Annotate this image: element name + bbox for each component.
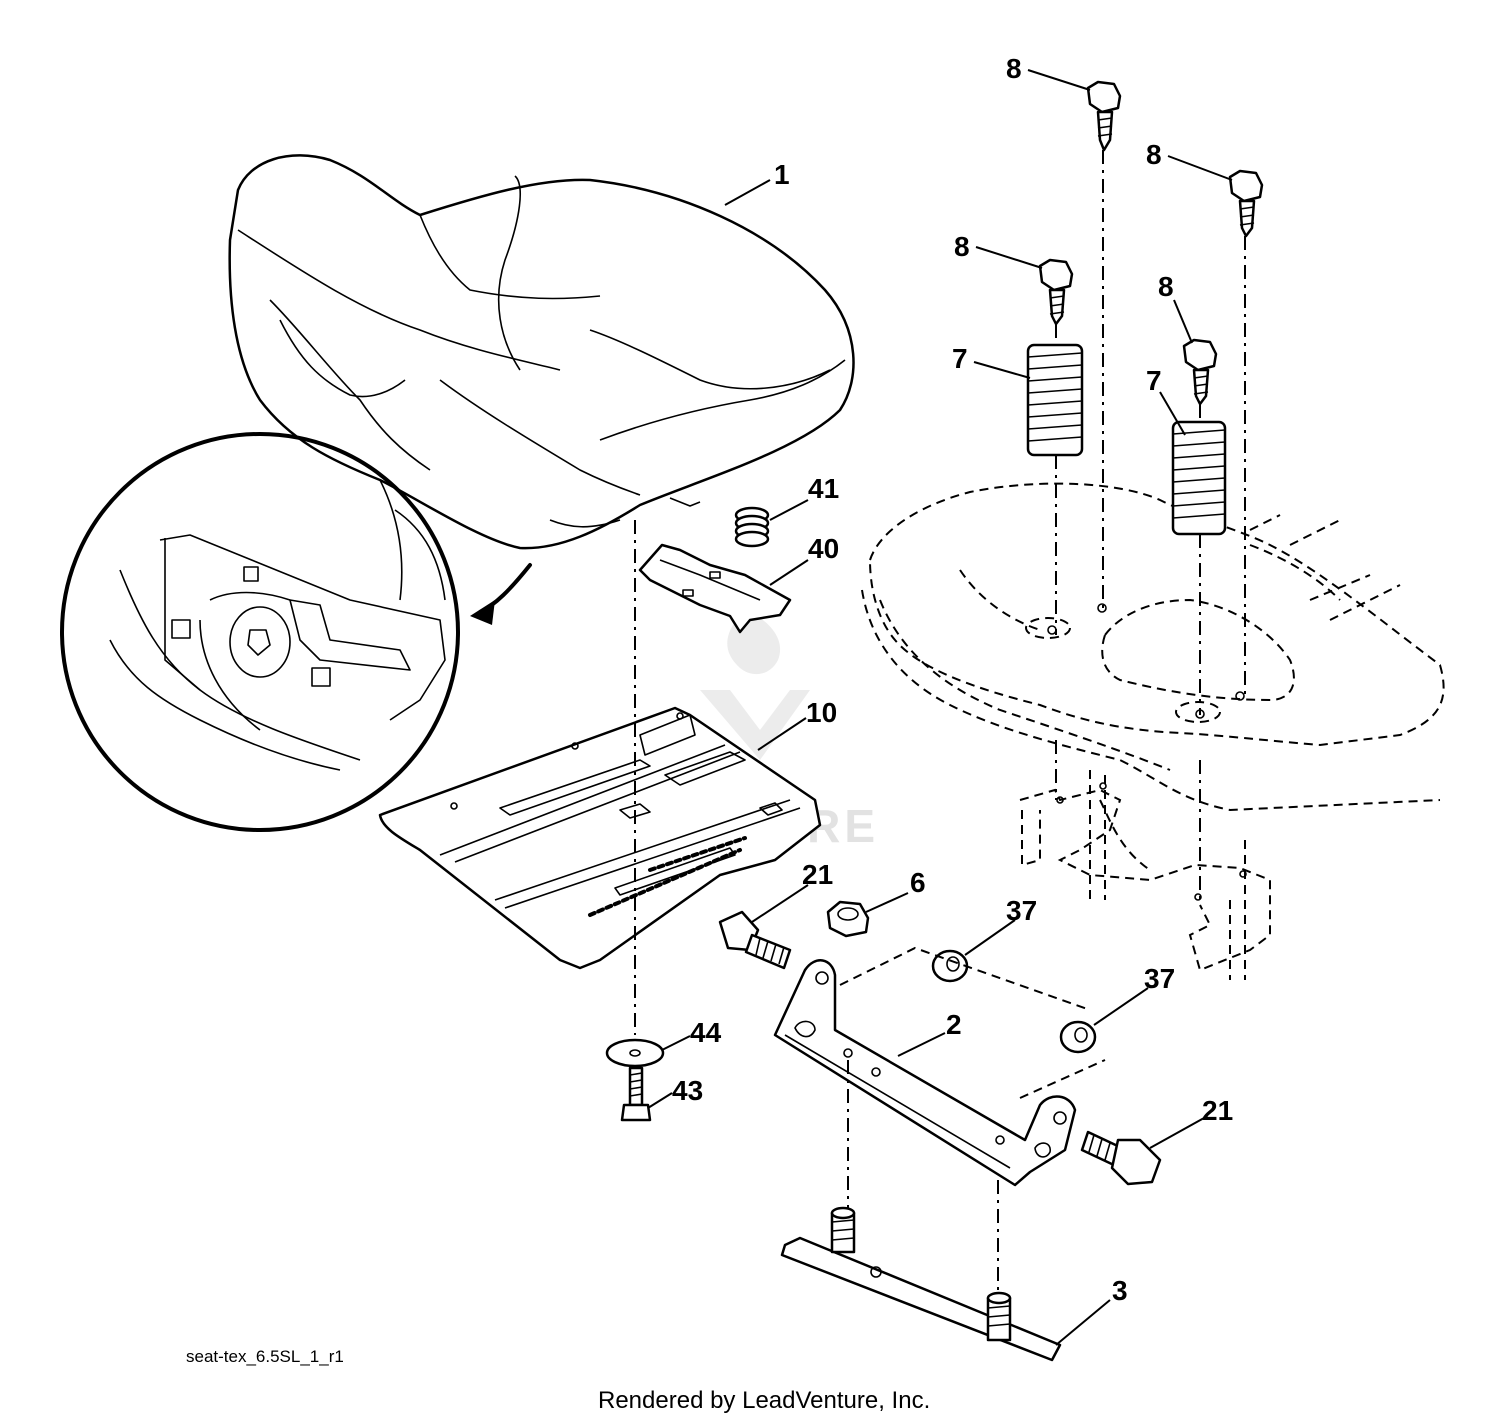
callout-7-a[interactable]: 7 <box>952 343 968 374</box>
callout-37-b[interactable]: 37 <box>1144 963 1175 994</box>
washer-part-44[interactable] <box>605 1038 665 1068</box>
leader-lines <box>647 69 1233 1346</box>
seat-part-1[interactable] <box>228 154 855 550</box>
spring-part-7-left[interactable] <box>1026 343 1084 457</box>
callout-8-a[interactable]: 8 <box>1006 53 1022 84</box>
callout-3[interactable]: 3 <box>1112 1275 1128 1306</box>
callout-8-c[interactable]: 8 <box>954 231 970 262</box>
callout-44[interactable]: 44 <box>690 1017 722 1048</box>
spring-part-7-right[interactable] <box>1171 420 1227 536</box>
seat-pan-part-10[interactable] <box>378 706 822 970</box>
guide-line-bracket-lower <box>1019 1059 1106 1099</box>
seat-latch-part-40[interactable] <box>638 543 792 634</box>
callout-10[interactable]: 10 <box>806 697 837 728</box>
nut-part-37-lower[interactable] <box>1059 1020 1097 1054</box>
guide-line-bracket-upper <box>839 946 1091 1011</box>
detail-inset <box>60 432 532 832</box>
bolt-part-21-left[interactable] <box>718 910 792 970</box>
callout-43[interactable]: 43 <box>672 1075 703 1106</box>
callout-1[interactable]: 1 <box>774 159 790 190</box>
callout-40[interactable]: 40 <box>808 533 839 564</box>
callout-8-d[interactable]: 8 <box>1158 271 1174 302</box>
bolt-part-8-b[interactable] <box>1228 169 1264 238</box>
callout-21-a[interactable]: 21 <box>802 859 833 890</box>
drawing-code: seat-tex_6.5SL_1_r1 <box>186 1347 344 1366</box>
bolt-part-8-a[interactable] <box>1086 80 1122 152</box>
callout-2[interactable]: 2 <box>946 1009 962 1040</box>
bracket-part-2[interactable] <box>773 959 1077 1187</box>
bolt-part-43[interactable] <box>620 1066 652 1122</box>
callout-37-a[interactable]: 37 <box>1006 895 1037 926</box>
plate-part-3[interactable] <box>780 1206 1062 1362</box>
bolt-part-21-right[interactable] <box>1080 1130 1162 1186</box>
callout-21-b[interactable]: 21 <box>1202 1095 1233 1126</box>
spring-part-41[interactable] <box>734 506 770 548</box>
callout-8-b[interactable]: 8 <box>1146 139 1162 170</box>
part-callouts: 8 8 8 8 1 7 7 41 40 10 21 6 37 37 2 44 4… <box>672 53 1233 1306</box>
callout-7-b[interactable]: 7 <box>1146 365 1162 396</box>
render-credit: Rendered by LeadVenture, Inc. <box>598 1387 930 1414</box>
bolt-part-8-d[interactable] <box>1182 338 1218 406</box>
frame-phantom <box>861 482 1445 980</box>
nut-part-6[interactable] <box>826 900 870 938</box>
bolt-part-8-c[interactable] <box>1038 258 1074 326</box>
callout-6[interactable]: 6 <box>910 867 926 898</box>
callout-41[interactable]: 41 <box>808 473 839 504</box>
